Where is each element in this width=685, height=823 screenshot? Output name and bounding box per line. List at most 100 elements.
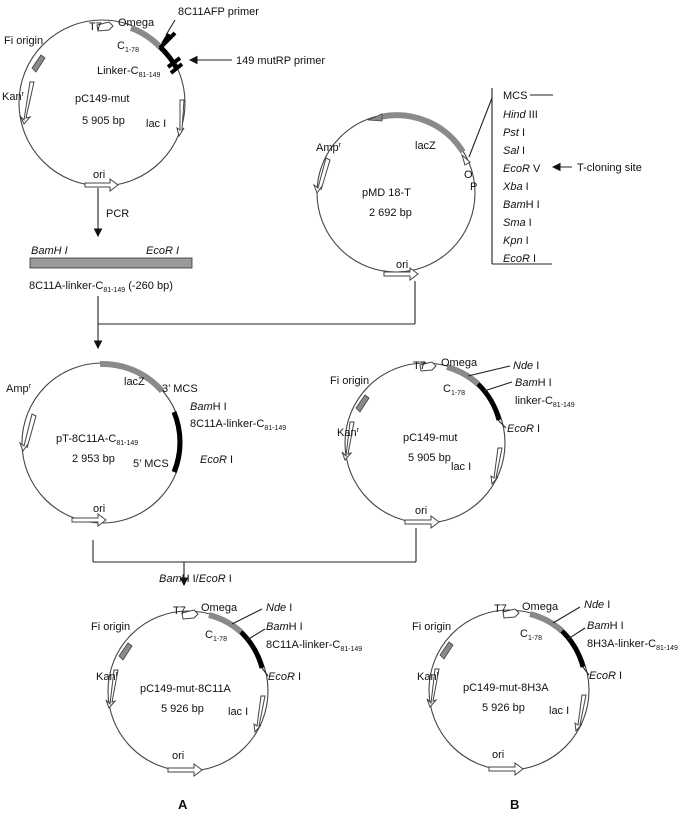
fragment-label: 8C11A-linker-C81-149 (-260 bp) (29, 280, 173, 294)
ecori-label: EcoR I (268, 671, 301, 683)
fi-origin-label: Fi origin (91, 621, 130, 633)
mcs-site: Pst I (503, 127, 525, 139)
fi-origin-arrow (118, 642, 133, 661)
lacz-segment (99, 360, 165, 394)
plasmid-name: pC149-mut (75, 93, 129, 105)
t7-label: T7 (89, 21, 102, 33)
plasmid-name: pT-8C11A-C81-149 (56, 433, 138, 447)
mcs3-label: 3’ MCS (162, 383, 198, 395)
bam-leader (567, 627, 586, 640)
tcloning-label: T-cloning site (577, 162, 642, 174)
ori-arrow (84, 178, 119, 192)
plasmid-size: 5 926 bp (482, 702, 525, 714)
laci-arrow (490, 447, 503, 486)
lacz-segment (379, 112, 466, 154)
plasmid-name: pC149-mut-8H3A (463, 682, 549, 694)
lacz-label: lacZ (415, 140, 436, 152)
plasmid-pc149-mut-middle: T7 Omega Fi origin C1-78 Nde I BamH I li… (330, 357, 575, 529)
pcr-label: PCR (106, 208, 129, 220)
nde-leader (467, 365, 511, 377)
linker-segment (476, 382, 502, 421)
mcs-site: Sal I (503, 145, 525, 157)
ori-arrow (383, 267, 419, 281)
eco-leader (497, 419, 507, 429)
ecori-label: EcoR I (200, 454, 233, 466)
c1-78-segment (446, 364, 481, 387)
t7-promoter-arrow (181, 609, 199, 620)
fi-origin-arrow (31, 54, 46, 73)
mcs-site: Xba I (502, 181, 529, 193)
bamhi-label: BamH I (587, 620, 624, 632)
mcs-site: Kpn I (503, 235, 529, 247)
ecori-label: EcoR I (589, 670, 622, 682)
ori-label: ori (396, 259, 408, 271)
fp-primer-mark (158, 31, 177, 50)
linker-label: linker-C81-149 (515, 395, 575, 409)
plasmid-size: 2 953 bp (72, 453, 115, 465)
omega-label: Omega (118, 17, 155, 29)
laci-arrow (176, 99, 185, 138)
omega-label: Omega (522, 601, 559, 613)
t7-promoter-arrow (419, 361, 437, 372)
plasmid-pt-8c11a: Ampr lacZ 3’ MCS BamH I 8C11A-linker-C81… (6, 360, 286, 527)
t7-label: T7 (494, 603, 507, 615)
c1-78-label: C1-78 (443, 383, 465, 397)
op-arrow (461, 153, 471, 166)
mcs-leader (468, 97, 493, 158)
lacz-arrowhead (367, 113, 383, 122)
plasmid-size: 5 905 bp (82, 115, 125, 127)
ori-label: ori (492, 749, 504, 761)
amp-arrow (18, 413, 37, 453)
plasmid-pmd18t: Ampr lacZ O P pMD 18-T 2 692 bp ori MCS … (312, 88, 642, 281)
mcs-site: Sma I (503, 217, 532, 229)
fragment-bamhi-label: BamH I (31, 245, 68, 257)
ori-arrow (71, 513, 107, 527)
plasmid-name: pC149-mut (403, 432, 457, 444)
c1-78-label: C1-78 (520, 628, 542, 642)
omega-label: Omega (201, 602, 238, 614)
kan-label: Kanr (96, 671, 119, 683)
insert-segment (560, 629, 586, 668)
mcs-site: EcoR I (503, 253, 536, 265)
kan-label: Kanr (417, 671, 440, 683)
fp-primer-leader (165, 19, 176, 36)
insert-segment (171, 411, 183, 473)
ori-arrow (167, 763, 203, 777)
linker-label: Linker-C81-149 (97, 65, 160, 79)
nde-leader (231, 608, 263, 625)
ori-label: ori (172, 750, 184, 762)
laci-label: lac I (146, 118, 166, 130)
plasmid-pc149-mut-8c11a: T7 Omega Fi origin C1-78 Nde I BamH I 8C… (91, 602, 362, 777)
laci-label: lac I (451, 461, 471, 473)
digest-label: BamH I/EcoR I (159, 573, 232, 585)
t7-label: T7 (173, 605, 186, 617)
ndei-label: Nde I (513, 360, 539, 372)
fragment-bar (29, 257, 193, 269)
kan-label: Kanr (337, 427, 360, 439)
bam-leader (483, 381, 513, 392)
plasmid-name: pMD 18-T (362, 187, 411, 199)
amp-label: Ampr (6, 383, 32, 395)
c1-78-segment (129, 25, 163, 50)
t7-promoter-arrow (96, 21, 114, 32)
plasmid-name: pC149-mut-8C11A (140, 683, 232, 695)
panel-label-a: A (178, 797, 188, 812)
insert-label: 8H3A-linker-C81-149 (587, 638, 678, 652)
lacz-label: lacZ (124, 376, 145, 388)
insert-segment (239, 630, 265, 669)
insert-label: 8C11A-linker-C81-149 (266, 639, 362, 653)
insert-label: 8C11A-linker-C81-149 (190, 418, 286, 432)
panel-label-b: B (510, 797, 519, 812)
t7-label: T7 (413, 360, 426, 372)
fi-origin-label: Fi origin (4, 35, 43, 47)
ndei-label: Nde I (266, 602, 292, 614)
kan-arrow (19, 81, 35, 125)
rp-primer-label: 149 mutRP primer (236, 55, 325, 67)
mcs5-label: 5’ MCS (133, 458, 169, 470)
amp-arrow (312, 157, 331, 195)
pcr-fragment: BamH I EcoR I 8C11A-linker-C81-149 (-260… (29, 245, 193, 294)
kan-label: Kanr (2, 91, 25, 103)
eco-leader (582, 666, 590, 676)
plasmid-pc149-mut-top: T7 Omega 8C11AFP primer 149 mutRP primer… (2, 6, 325, 192)
